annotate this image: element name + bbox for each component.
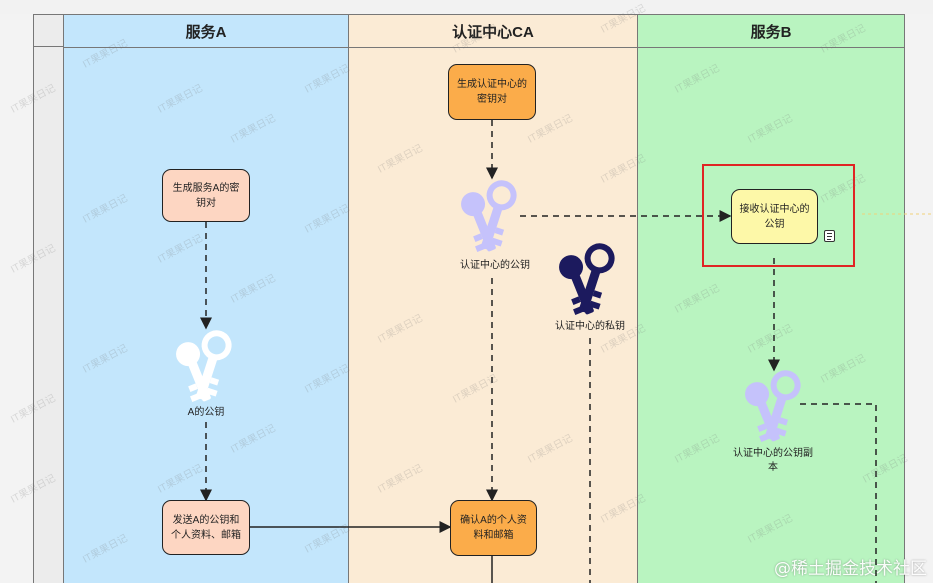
- lane-title-service-b: 服务B: [638, 15, 904, 48]
- left-margin-header: [33, 14, 63, 47]
- node-generate-a-keypair[interactable]: 生成服务A的密钥对: [162, 169, 250, 222]
- a-public-key-label: A的公钥: [187, 407, 225, 418]
- ca-public-key-copy-label: 认证中心的公钥副本: [733, 448, 813, 473]
- lane-title-service-a: 服务A: [64, 15, 348, 48]
- ca-private-key-icon: [559, 243, 615, 315]
- lane-service-b: 服务B: [637, 14, 905, 583]
- node-receive-ca-public-key[interactable]: 接收认证中心的公钥: [731, 189, 818, 244]
- edge-copy-out: [800, 403, 877, 583]
- lane-service-a: 服务A: [63, 14, 348, 583]
- ca-public-key-label: 认证中心的公钥: [460, 260, 530, 271]
- lane-title-ca: 认证中心CA: [349, 15, 637, 48]
- a-public-key-icon: [176, 330, 232, 402]
- site-watermark: @稀土掘金技术社区: [774, 559, 927, 579]
- ca-private-key-label: 认证中心的私钥: [555, 321, 625, 332]
- top-gutter: [0, 0, 933, 14]
- selection-highlight: [702, 164, 855, 267]
- left-margin-column: [33, 14, 63, 583]
- node-generate-ca-keypair[interactable]: 生成认证中心的密钥对: [448, 64, 536, 120]
- node-confirm-a-info[interactable]: 确认A的个人资料和邮箱: [450, 500, 537, 556]
- note-icon[interactable]: [824, 230, 835, 242]
- node-send-a-info[interactable]: 发送A的公钥和个人资料、邮箱: [162, 500, 250, 555]
- ca-public-key-icon: [461, 180, 517, 252]
- ca-public-key-copy-icon: [745, 370, 801, 442]
